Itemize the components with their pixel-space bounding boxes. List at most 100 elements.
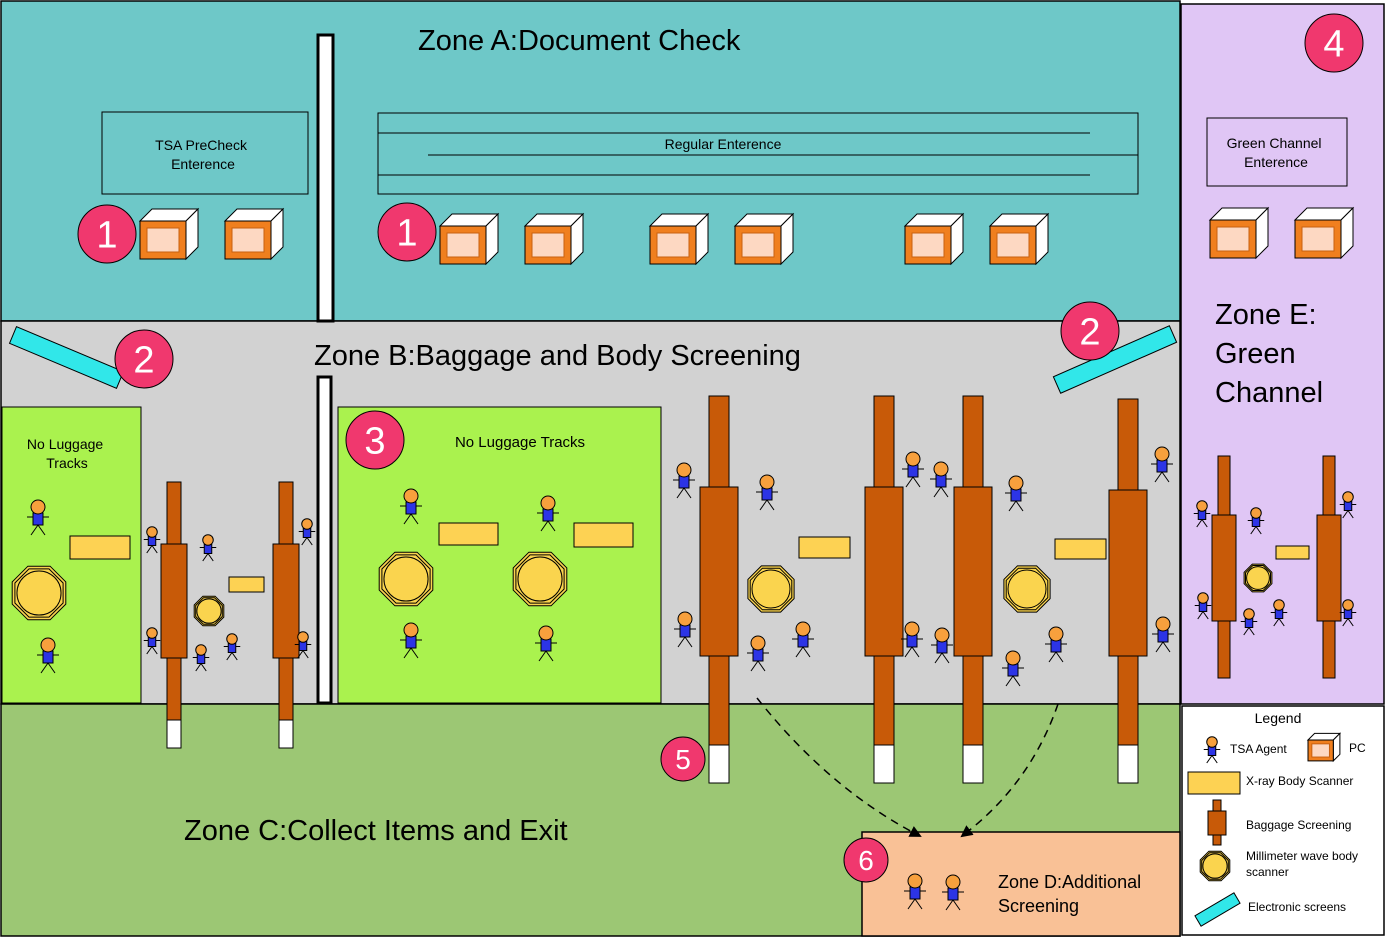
- green-entrance-line1: Green Channel: [1227, 135, 1322, 151]
- mmwave-scanner-5: [747, 565, 795, 613]
- xray-scanner-5: [798, 536, 851, 559]
- legend-title: Legend: [1255, 710, 1302, 726]
- tsa-agent-icon: [298, 518, 316, 546]
- tsa-agent-icon: [902, 451, 924, 488]
- electronic-screen-right: [1052, 325, 1178, 394]
- marker-m2: 2: [114, 329, 174, 389]
- no-luggage-left-line1: No Luggage: [27, 436, 104, 452]
- no-luggage-left-label: No Luggage Tracks: [27, 436, 107, 471]
- tsa-agent-icon: [1152, 616, 1174, 653]
- legend-mmwave-line2: scanner: [1246, 865, 1289, 879]
- legend-screens-label: Electronic screens: [1248, 900, 1346, 914]
- equipment-layer: [8, 206, 1357, 927]
- tsa-agent-icon: [535, 625, 557, 662]
- precheck-entrance-line1: TSA PreCheck: [155, 137, 248, 153]
- legend-xray-label: X-ray Body Scanner: [1246, 774, 1353, 788]
- marker-label: 1: [96, 215, 117, 257]
- xray-scanner-4: [573, 522, 634, 548]
- pc-regular-6: [988, 212, 1050, 266]
- regular-entrance: [377, 112, 1139, 195]
- pc-regular-3: [648, 212, 710, 266]
- pc-green-1: [1208, 206, 1270, 260]
- arrow-to-zone-d-2: [960, 703, 1059, 838]
- marker-m5: 5: [660, 736, 706, 782]
- legend-agent-label: TSA Agent: [1230, 742, 1287, 756]
- pc-precheck-2: [223, 207, 285, 261]
- legend-mmwave-label: Millimeter wave body scanner: [1246, 849, 1361, 879]
- legend-baggage-label: Baggage Screening: [1246, 818, 1351, 832]
- mmwave-scanner-1: [11, 565, 67, 621]
- legend-pc-icon: [1306, 732, 1342, 763]
- zone-c-title: Zone C:Collect Items and Exit: [184, 815, 568, 847]
- green-entrance-label: Green Channel Enterence: [1227, 135, 1326, 170]
- baggage-belt-3: [699, 395, 739, 784]
- baggage-belt-5: [953, 395, 993, 784]
- marker-m3: 3: [345, 410, 405, 470]
- marker-label: 6: [858, 845, 874, 876]
- tsa-agent-icon: [192, 644, 210, 672]
- baggage-belt-4: [864, 395, 904, 784]
- marker-label: 2: [1079, 312, 1100, 354]
- legend-agent-icon: [1203, 736, 1221, 764]
- regular-entrance-label: Regular Enterence: [665, 136, 782, 152]
- legend-pc-label: PC: [1349, 741, 1366, 755]
- tsa-agent-icon: [199, 534, 217, 562]
- marker-m4: 4: [1304, 13, 1364, 73]
- tsa-agent-icon: [756, 474, 778, 511]
- xray-scanner-3: [438, 522, 499, 546]
- tsa-agent-icon: [1247, 507, 1265, 535]
- zone-e-title-line3: Channel: [1215, 377, 1323, 409]
- tsa-agent-icon: [143, 627, 161, 655]
- mmwave-scanner-green: [1243, 563, 1273, 593]
- tsa-agent-icon: [1339, 599, 1357, 627]
- xray-scanner-1: [69, 535, 131, 560]
- divider-wall-a: [316, 33, 335, 323]
- tsa-agent-icon: [1339, 491, 1357, 519]
- tsa-agent-icon: [1270, 599, 1288, 627]
- tsa-agent-icon: [143, 526, 161, 554]
- zone-a-area: [0, 0, 1181, 322]
- pc-regular-1: [438, 212, 500, 266]
- marker-m6: 6: [843, 837, 889, 883]
- mmwave-scanner-2: [193, 595, 225, 627]
- pc-regular-4: [733, 212, 795, 266]
- precheck-entrance-label: TSA PreCheck Enterence: [155, 137, 251, 172]
- tsa-agent-icon: [942, 874, 964, 911]
- marker-m2: 2: [1060, 301, 1120, 361]
- pc-regular-2: [523, 212, 585, 266]
- no-luggage-left-line2: Tracks: [46, 455, 87, 471]
- precheck-entrance: [101, 111, 309, 195]
- xray-scanner-6: [1054, 538, 1107, 560]
- precheck-entrance-line2: Enterence: [171, 156, 235, 172]
- zone-d-title-line2: Screening: [998, 896, 1079, 916]
- pc-precheck-1: [138, 207, 200, 261]
- marker-label: 5: [675, 744, 691, 775]
- zone-d-title: Zone D:Additional Screening: [998, 872, 1146, 916]
- tsa-agent-icon: [1240, 608, 1258, 636]
- baggage-belt-green-1: [1211, 455, 1237, 679]
- xray-scanner-green: [1275, 545, 1310, 560]
- green-entrance: [1206, 117, 1348, 187]
- legend-mmwave-icon: [1199, 850, 1231, 882]
- tsa-agent-icon: [931, 627, 953, 664]
- tsa-agent-icon: [904, 873, 926, 910]
- baggage-belt-1: [160, 481, 188, 749]
- tsa-agent-icon: [901, 621, 923, 658]
- tsa-agent-icon: [537, 495, 559, 532]
- tsa-agent-icon: [294, 631, 312, 659]
- arrow-to-zone-d-1: [756, 697, 922, 837]
- zone-e-title-line1: Zone E:: [1215, 299, 1317, 331]
- pc-green-2: [1293, 206, 1355, 260]
- legend-mmwave-line1: Millimeter wave body: [1246, 849, 1358, 863]
- zone-e-title-line2: Green: [1215, 338, 1296, 370]
- markers-layer: 1 1 2 2 3 4 5 6: [77, 13, 1364, 883]
- divider-wall-b: [316, 375, 333, 705]
- tsa-agent-icon: [792, 621, 814, 658]
- marker-label: 3: [364, 421, 385, 463]
- zone-a-title: Zone A:Document Check: [418, 25, 741, 57]
- xray-scanner-2: [228, 576, 265, 593]
- baggage-belt-6: [1108, 398, 1148, 784]
- tsa-agent-icon: [1193, 500, 1211, 528]
- tsa-agent-icon: [747, 635, 769, 672]
- marker-m1: 1: [377, 202, 437, 262]
